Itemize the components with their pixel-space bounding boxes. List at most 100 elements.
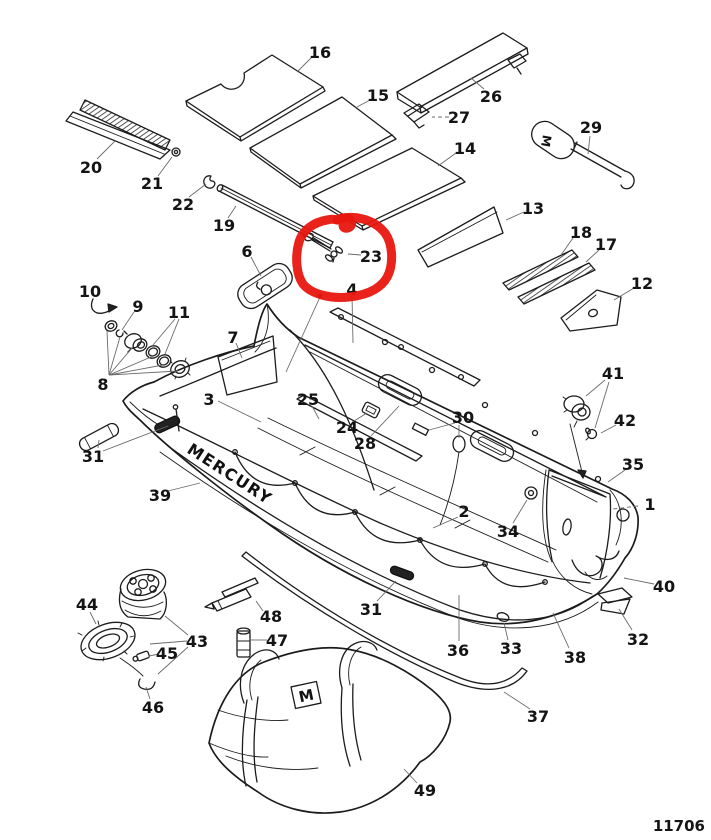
part-31-handle	[78, 422, 120, 452]
leader-line-part-6	[250, 256, 262, 277]
part-label-40: 40	[653, 577, 675, 596]
part-27-seat-clip	[403, 103, 430, 129]
part-label-14: 14	[454, 139, 476, 158]
part-47-repair-kit	[236, 627, 251, 658]
leader-line-part-4	[351, 294, 354, 344]
hull-brand-text: MERCURY	[184, 439, 276, 508]
leader-line-part-35	[607, 469, 626, 483]
leader-line-part-38	[552, 612, 570, 649]
part-label-1: 1	[644, 495, 655, 514]
leader-line-part-48	[255, 600, 264, 612]
part-22-clip	[203, 175, 216, 189]
part-label-7: 7	[227, 328, 238, 347]
leader-line-part-30	[428, 422, 456, 431]
part-label-6: 6	[241, 242, 252, 261]
part-label-37: 37	[527, 707, 549, 726]
part-19-rail-tube	[216, 184, 334, 249]
leader-line-part-14	[437, 152, 457, 167]
part-label-13: 13	[522, 199, 544, 218]
leader-line-part-17	[585, 249, 600, 263]
part-16-floorboard	[185, 54, 326, 142]
part-label-34: 34	[497, 522, 519, 541]
leader-line-part-42	[600, 424, 617, 434]
leader-line-part-25	[311, 405, 320, 420]
leader-line-part-13	[505, 211, 525, 221]
part-label-43: 43	[186, 632, 208, 651]
part-label-15: 15	[367, 86, 389, 105]
leader-line-part-31	[97, 439, 100, 449]
part-label-21: 21	[141, 174, 163, 193]
bag-logo-letter: M	[297, 686, 315, 707]
leader-line-part-39	[167, 482, 201, 492]
part-label-41: 41	[602, 364, 624, 383]
part-18-batten	[502, 249, 579, 291]
part-label-45: 45	[156, 644, 178, 663]
part-15-floorboard	[249, 96, 397, 189]
drawing-number: 11706	[653, 817, 705, 835]
leader-line-part-45	[148, 653, 160, 657]
part-label-32: 32	[627, 630, 649, 649]
part-label-36: 36	[447, 641, 469, 660]
leader-line-part-22	[188, 183, 207, 198]
part-label-23: 23	[360, 247, 382, 266]
part-label-12: 12	[631, 274, 653, 293]
leader-line-part-24	[353, 412, 368, 422]
leader-line-part-8	[108, 336, 121, 376]
leader-line-part-26	[470, 77, 485, 90]
leader-line-part-43	[164, 615, 189, 636]
leader-line-part-8	[106, 330, 110, 376]
part-label-25: 25	[297, 390, 319, 409]
part-29-oar	[531, 120, 635, 190]
part-label-46: 46	[142, 698, 164, 717]
part-label-47: 47	[266, 631, 288, 650]
leader-line-part-3	[217, 400, 262, 423]
leader-line-part-8	[108, 364, 164, 376]
part-6-panel	[237, 262, 293, 310]
part-label-11: 11	[168, 303, 190, 322]
leader-line-part-18	[560, 237, 574, 256]
leader-line-part-40	[623, 577, 655, 585]
part-48-glue-tube	[204, 577, 259, 612]
leader-line-part-31	[102, 425, 169, 452]
part-label-35: 35	[622, 455, 644, 474]
part-label-42: 42	[614, 411, 636, 430]
part-label-38: 38	[564, 648, 586, 667]
part-label-24: 24	[336, 418, 358, 437]
leader-line-part-34	[512, 499, 528, 524]
part-label-10: 10	[79, 282, 101, 301]
leader-lines	[89, 56, 655, 784]
part-21-nut	[171, 147, 181, 157]
part-label-2: 2	[458, 502, 469, 521]
leader-line-part-8	[108, 347, 133, 376]
leader-line-part-32	[618, 608, 633, 631]
part-label-22: 22	[172, 195, 194, 214]
leader-line-part-43	[149, 640, 188, 645]
leader-line-part-19	[227, 205, 237, 219]
part-label-26: 26	[480, 87, 502, 106]
part-label-33: 33	[500, 639, 522, 658]
part-43-foot-pump	[118, 568, 167, 620]
leader-line-part-8	[108, 370, 179, 376]
part-label-27: 27	[448, 108, 470, 127]
part-label-3: 3	[203, 390, 214, 409]
part-label-17: 17	[595, 235, 617, 254]
part-41-valve	[562, 395, 591, 428]
part-45-connector	[132, 650, 150, 662]
leader-line-part-16	[296, 56, 313, 73]
oar-blade-letter: M	[538, 134, 554, 148]
part-label-19: 19	[213, 216, 235, 235]
leader-line-part-11	[164, 318, 180, 355]
leader-line-part-11	[152, 318, 176, 346]
leader-line-part-8	[108, 356, 152, 376]
part-26-seat	[396, 32, 529, 114]
leader-line-part-7	[235, 342, 243, 359]
part-13-panel	[417, 206, 504, 268]
part-17-batten	[517, 262, 596, 305]
part-label-4: 4	[346, 280, 357, 299]
leader-line-part-41	[594, 381, 610, 429]
part-label-8: 8	[97, 375, 108, 394]
leader-line-part-12	[613, 287, 635, 301]
part-label-28: 28	[354, 434, 376, 453]
